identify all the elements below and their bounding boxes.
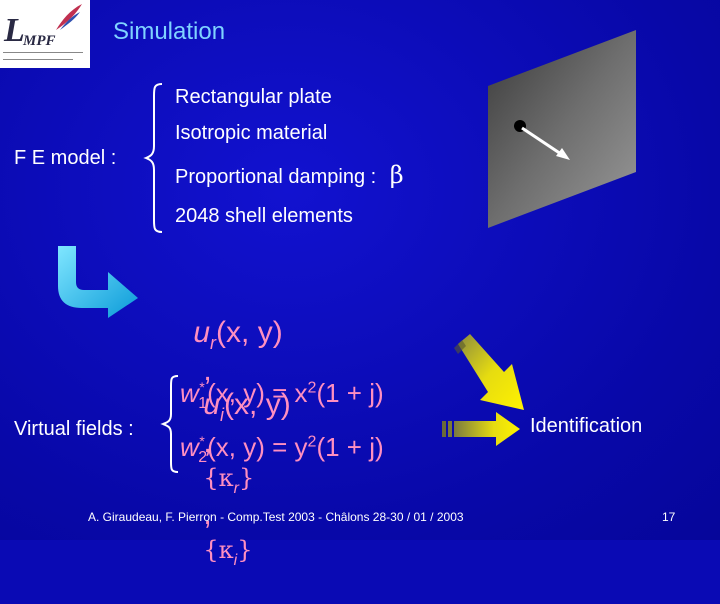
slide-title: Simulation — [113, 18, 226, 45]
beta-symbol: β — [389, 161, 404, 189]
formula-ur-sub: r — [210, 333, 217, 353]
virtual-field-2: w*2(x, y) = y2(1 + j) — [180, 432, 384, 467]
logo-wordmark: L — [4, 12, 25, 49]
yellow-diagonal-arrow-icon — [454, 334, 524, 410]
displacement-arrow-icon — [521, 126, 565, 158]
formula-ur-args: (x, y) — [216, 316, 283, 349]
formula-kappa-r-sub: r — [233, 480, 239, 497]
formula-ui-args: (x, y) — [224, 388, 291, 421]
virtual-fields-brace — [160, 375, 179, 473]
virtual-field-1: w*1(x, y) = x2(1 + j) — [180, 378, 384, 413]
vf2-sup: * — [198, 433, 205, 449]
vf1-tail: (1 + j) — [316, 378, 384, 408]
formula-kappa-i: {κ — [203, 536, 234, 564]
fe-model-brace — [143, 83, 163, 233]
formula-kappa-i-close: } — [237, 536, 253, 564]
yellow-right-arrow-icon — [442, 412, 520, 446]
formula-ui: u — [203, 388, 221, 421]
fe-item-damping: Proportional damping : β — [175, 161, 404, 189]
fe-model-label: F E model : — [14, 147, 117, 169]
vf1-sub: 1 — [198, 395, 208, 413]
formula-kappa-r-close: } — [238, 464, 255, 492]
cyan-hook-arrow-icon — [58, 246, 138, 318]
identification-label: Identification — [530, 415, 643, 437]
formula-kappa-r: {κ — [203, 464, 234, 492]
fe-item-material: Isotropic material — [175, 122, 328, 144]
fe-item-damping-text: Proportional damping : — [175, 166, 377, 188]
footer-text: A. Giraudeau, F. Pierron - Comp.Test 200… — [88, 510, 464, 524]
page-number: 17 — [662, 510, 676, 524]
vf1-pow: 2 — [307, 379, 317, 397]
slide: L MPF Simulation F E model : Rectangular… — [0, 0, 720, 569]
vf1-w: w — [180, 378, 199, 408]
vf2-rhs: (x, y) = y — [207, 432, 308, 462]
vf1-rhs: (x, y) = x — [207, 378, 308, 408]
formula-sep-2: , — [203, 426, 212, 459]
formula-sep-3: , — [203, 498, 212, 531]
logo-wordmark-sub: MPF — [23, 33, 56, 49]
formula-ur: u — [193, 316, 211, 349]
vf2-tail: (1 + j) — [316, 432, 384, 462]
formula-ui-sub: i — [220, 405, 225, 425]
formula-sep-1: , — [203, 354, 212, 387]
lmpf-logo: L MPF — [0, 0, 90, 68]
fe-item-plate: Rectangular plate — [175, 86, 332, 108]
logo-caption — [3, 50, 89, 64]
virtual-fields-label: Virtual fields : — [14, 418, 134, 440]
logo-feather-icon — [56, 4, 82, 30]
vf2-pow: 2 — [307, 433, 317, 451]
plate-illustration — [488, 30, 636, 228]
vf2-sub: 2 — [198, 449, 208, 467]
vf1-sup: * — [198, 379, 205, 395]
fe-item-elements: 2048 shell elements — [175, 205, 353, 227]
vf2-w: w — [180, 432, 199, 462]
